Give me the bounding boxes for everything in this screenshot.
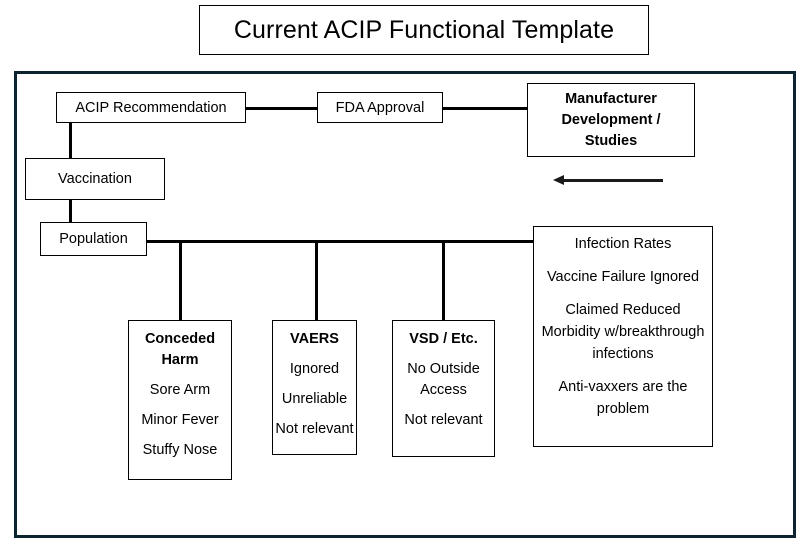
node-infection-paragraph-1: Infection Rates <box>574 236 672 252</box>
connector-bus-to-vaers <box>315 240 318 321</box>
node-manufacturer-line-2: Development / <box>561 111 661 128</box>
feedback-arrow-shaft <box>562 179 663 182</box>
node-manufacturer-development[interactable]: Manufacturer Development / Studies <box>527 83 695 157</box>
connector-population-bus <box>146 240 534 243</box>
node-fda-label: FDA Approval <box>335 99 425 116</box>
node-manufacturer-line-1: Manufacturer <box>565 90 657 107</box>
node-infection-paragraph-2: Vaccine Failure Ignored <box>546 269 700 285</box>
node-vsd-etc[interactable]: VSD / Etc. No Outside Access Not relevan… <box>392 320 495 457</box>
connector-vaccination-to-population <box>69 200 72 223</box>
node-vaers-heading: VAERS <box>290 331 339 347</box>
feedback-arrow-left-icon <box>553 175 564 185</box>
node-vaers[interactable]: VAERS Ignored Unreliable Not relevant <box>272 320 357 455</box>
connector-bus-to-conceded-harm <box>179 240 182 321</box>
node-conceded-harm-item-2: Minor Fever <box>141 412 219 428</box>
node-population[interactable]: Population <box>40 222 147 256</box>
node-vaers-item-3: Not relevant <box>275 421 354 437</box>
node-vaccination-label: Vaccination <box>58 171 132 187</box>
node-conceded-harm-item-3: Stuffy Nose <box>142 442 218 458</box>
node-vaccination[interactable]: Vaccination <box>25 158 165 200</box>
node-vaers-item-1: Ignored <box>289 361 340 377</box>
node-manufacturer-line-3: Studies <box>584 132 638 149</box>
node-conceded-harm-heading-2: Harm <box>161 352 199 368</box>
node-acip-label: ACIP Recommendation <box>75 99 227 116</box>
node-conceded-harm-heading-1: Conceded <box>144 331 216 347</box>
node-infection-paragraph-4: Anti-vaxxers are the problem <box>558 379 688 417</box>
node-vsd-item-1: No Outside <box>407 361 480 377</box>
connector-acip-to-fda <box>246 107 317 110</box>
node-vsd-heading: VSD / Etc. <box>409 331 478 347</box>
node-acip-recommendation[interactable]: ACIP Recommendation <box>56 92 246 123</box>
node-infection-rates[interactable]: Infection Rates Vaccine Failure Ignored … <box>533 226 713 447</box>
connector-acip-to-vaccination <box>69 123 72 159</box>
node-vsd-item-3: Not relevant <box>404 412 483 428</box>
page-title: Current ACIP Functional Template <box>233 15 615 44</box>
node-vsd-item-2: Access <box>420 382 467 398</box>
node-conceded-harm-item-1: Sore Arm <box>149 382 211 398</box>
node-population-label: Population <box>59 231 128 247</box>
node-fda-approval[interactable]: FDA Approval <box>317 92 443 123</box>
connector-fda-to-manufacturer <box>443 107 527 110</box>
node-vaers-item-2: Unreliable <box>281 391 348 407</box>
diagram-title-box: Current ACIP Functional Template <box>199 5 649 55</box>
connector-bus-to-vsd <box>442 240 445 321</box>
node-conceded-harm[interactable]: Conceded Harm Sore Arm Minor Fever Stuff… <box>128 320 232 480</box>
node-infection-paragraph-3: Claimed Reduced Morbidity w/breakthrough… <box>541 302 705 362</box>
